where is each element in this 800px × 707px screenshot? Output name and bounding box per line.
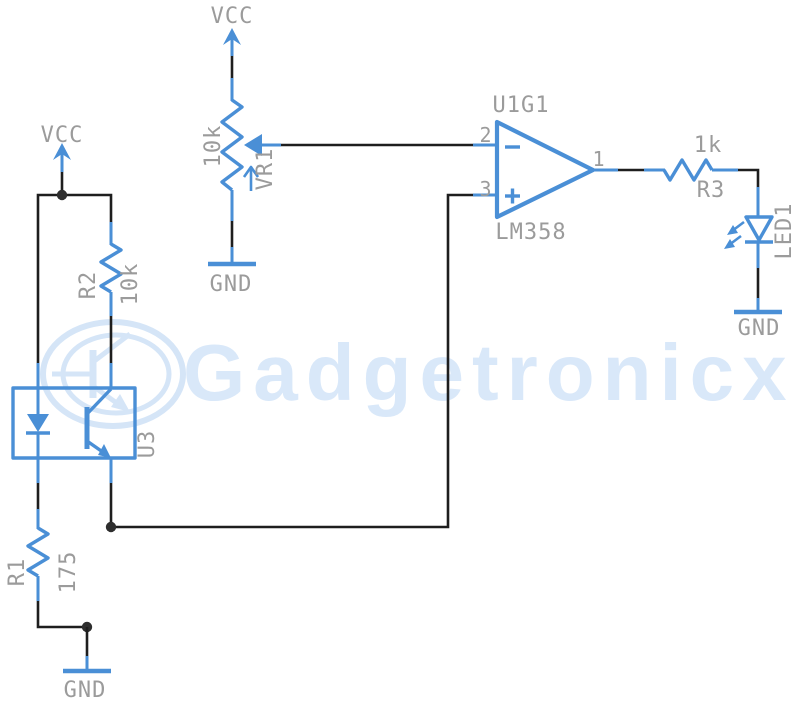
junction-dot-vcc (56, 189, 68, 201)
gnd-symbol-left (63, 627, 111, 674)
r3-ref-label: R3 (696, 178, 726, 203)
led-light-arrows-icon (724, 220, 745, 249)
vcc-arrow-icon-pot (223, 28, 241, 101)
r3-value-label: 1k (693, 133, 723, 158)
led1-ref-label: LED1 (772, 202, 797, 260)
potentiometer-vr1-symbol (220, 98, 262, 264)
watermark-text: Gadgetronicx (183, 328, 795, 417)
resistor-r1-symbol (26, 483, 87, 629)
led1-symbol (724, 215, 774, 312)
resistor-r3-symbol (662, 158, 760, 217)
opamp-ref-label: U1G1 (492, 93, 550, 118)
gnd-label-left: GND (63, 678, 107, 703)
opamp-pin2-label: 2 (479, 123, 493, 147)
r2-value-label: 10k (118, 262, 143, 306)
junction-dot-emitter (105, 521, 117, 533)
gnd-label-led: GND (737, 316, 781, 341)
opto-led-icon (26, 414, 50, 483)
net-vcc-to-opto-led (36, 193, 62, 415)
optocoupler-u3-symbol (11, 386, 137, 483)
opamp-u1-symbol (494, 119, 596, 220)
u3-ref-label: U3 (135, 429, 160, 459)
gnd-label-pot: GND (209, 272, 253, 297)
opamp-pin3-label: 3 (479, 177, 493, 201)
opamp-pin1-label: 1 (592, 147, 606, 171)
r1-value-label: 175 (56, 550, 81, 594)
wiper-arrow-icon (244, 134, 262, 156)
vr1-value-label: 10k (201, 124, 226, 168)
trimmer-arrow-icon (242, 165, 260, 191)
vcc-arrow-icon-left (53, 143, 71, 195)
vcc-label-pot: VCC (210, 4, 254, 29)
r1-ref-label: R1 (5, 557, 30, 587)
vcc-label-left: VCC (40, 123, 84, 148)
opamp-part-label: LM358 (495, 220, 567, 245)
resistor-r2-symbol (99, 242, 123, 389)
noninverting-input-plus-icon (505, 188, 520, 204)
r2-ref-label: R2 (76, 270, 101, 300)
opto-phototransistor-icon (84, 387, 113, 483)
net-emitter-to-opamp (109, 193, 497, 529)
vr1-ref-label: VR1 (253, 147, 278, 191)
net-vcc-to-r2 (62, 193, 113, 245)
